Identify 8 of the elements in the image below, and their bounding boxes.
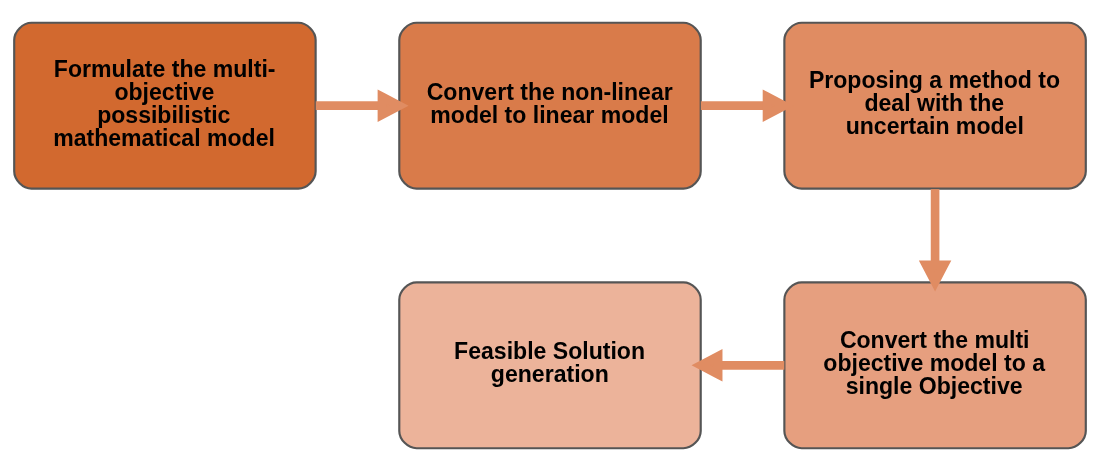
node-box: Formulate the multi-objective possibilistic mathematical model <box>13 21 317 190</box>
arrow <box>918 189 952 292</box>
arrow <box>691 349 785 382</box>
arrow <box>315 89 409 122</box>
node-box: Proposing a method to deal with the uncertain model <box>783 21 1087 190</box>
node-box: Feasible Solution generation <box>398 281 702 450</box>
node-box: Convert the non-linear model to linear model <box>398 21 702 190</box>
node-box: Convert the multi objective model to a single Objective <box>783 281 1087 450</box>
